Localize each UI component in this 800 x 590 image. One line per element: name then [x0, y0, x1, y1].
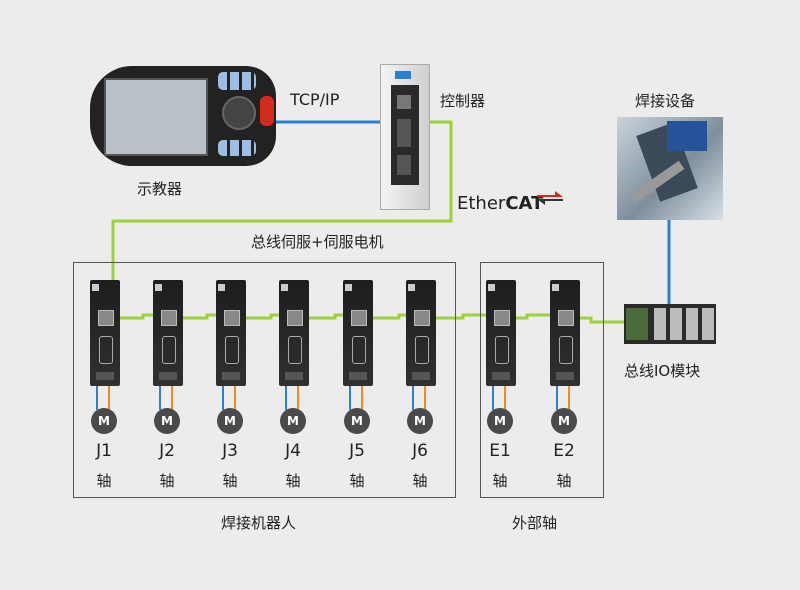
ethercat-logo-suffix: CAT: [505, 193, 544, 214]
servo-drive-j2: [153, 280, 183, 386]
axis-name-j6: J6: [412, 441, 428, 461]
axis-suffix-j5: 轴: [349, 472, 365, 490]
welding-equipment-image: [617, 117, 723, 220]
motor-icon-j1: M: [91, 408, 117, 434]
axis-name-j1: J1: [96, 441, 112, 461]
teach-pendant-label: 示教器: [137, 180, 183, 198]
teach-pendant-screen: [104, 78, 208, 156]
servo-drive-j6: [406, 280, 436, 386]
ethercat-logo-prefix: Ether: [457, 193, 506, 214]
welding-equipment-label: 焊接设备: [635, 92, 696, 110]
servo-drive-j1: [90, 280, 120, 386]
tcpip-label: TCP/IP: [290, 90, 340, 109]
axis-suffix-j3: 轴: [222, 472, 238, 490]
axis-suffix-j1: 轴: [96, 472, 112, 490]
axis-name-j3: J3: [222, 441, 238, 461]
axis-name-j2: J2: [159, 441, 175, 461]
axis-suffix-j4: 轴: [285, 472, 301, 490]
teach-pendant-keys-bottom: [218, 140, 256, 156]
motor-icon-j4: M: [280, 408, 306, 434]
axis-name-e1: E1: [489, 441, 511, 461]
axis-suffix-j6: 轴: [412, 472, 428, 490]
axis-name-j5: J5: [349, 441, 365, 461]
axis-suffix-e1: 轴: [492, 472, 508, 490]
servo-drive-j3: [216, 280, 246, 386]
motor-icon-e1: M: [487, 408, 513, 434]
ethercat-arrows-icon: [537, 191, 563, 205]
servo-drive-j5: [343, 280, 373, 386]
io-module-label: 总线IO模块: [624, 362, 701, 380]
servo-drive-j4: [279, 280, 309, 386]
servo-drive-e1: [486, 280, 516, 386]
teach-pendant-device: [90, 66, 276, 166]
axis-name-j4: J4: [285, 441, 301, 461]
welding-robot-label: 焊接机器人: [221, 514, 297, 532]
ethercat-logo: EtherCAT: [457, 193, 543, 214]
emergency-stop-button: [260, 96, 274, 126]
external-axis-label: 外部轴: [512, 514, 558, 532]
controller-front-panel: [391, 85, 419, 185]
teach-pendant-keys: [218, 72, 256, 90]
welding-robot-group: [73, 262, 456, 498]
ethercat-line-controller: [111, 120, 453, 318]
servo-drive-e2: [550, 280, 580, 386]
motor-icon-j3: M: [217, 408, 243, 434]
axis-name-e2: E2: [553, 441, 575, 461]
teach-pendant-knob: [222, 96, 256, 130]
axis-suffix-j2: 轴: [159, 472, 175, 490]
controller-device: [380, 64, 430, 210]
controller-label: 控制器: [440, 92, 486, 110]
motor-icon-j5: M: [344, 408, 370, 434]
bus-servo-label: 总线伺服+伺服电机: [251, 233, 384, 251]
motor-icon-j6: M: [407, 408, 433, 434]
axis-suffix-e2: 轴: [556, 472, 572, 490]
io-module-device: [624, 304, 716, 344]
motor-icon-j2: M: [154, 408, 180, 434]
motor-icon-e2: M: [551, 408, 577, 434]
external-axis-group: [480, 262, 604, 498]
